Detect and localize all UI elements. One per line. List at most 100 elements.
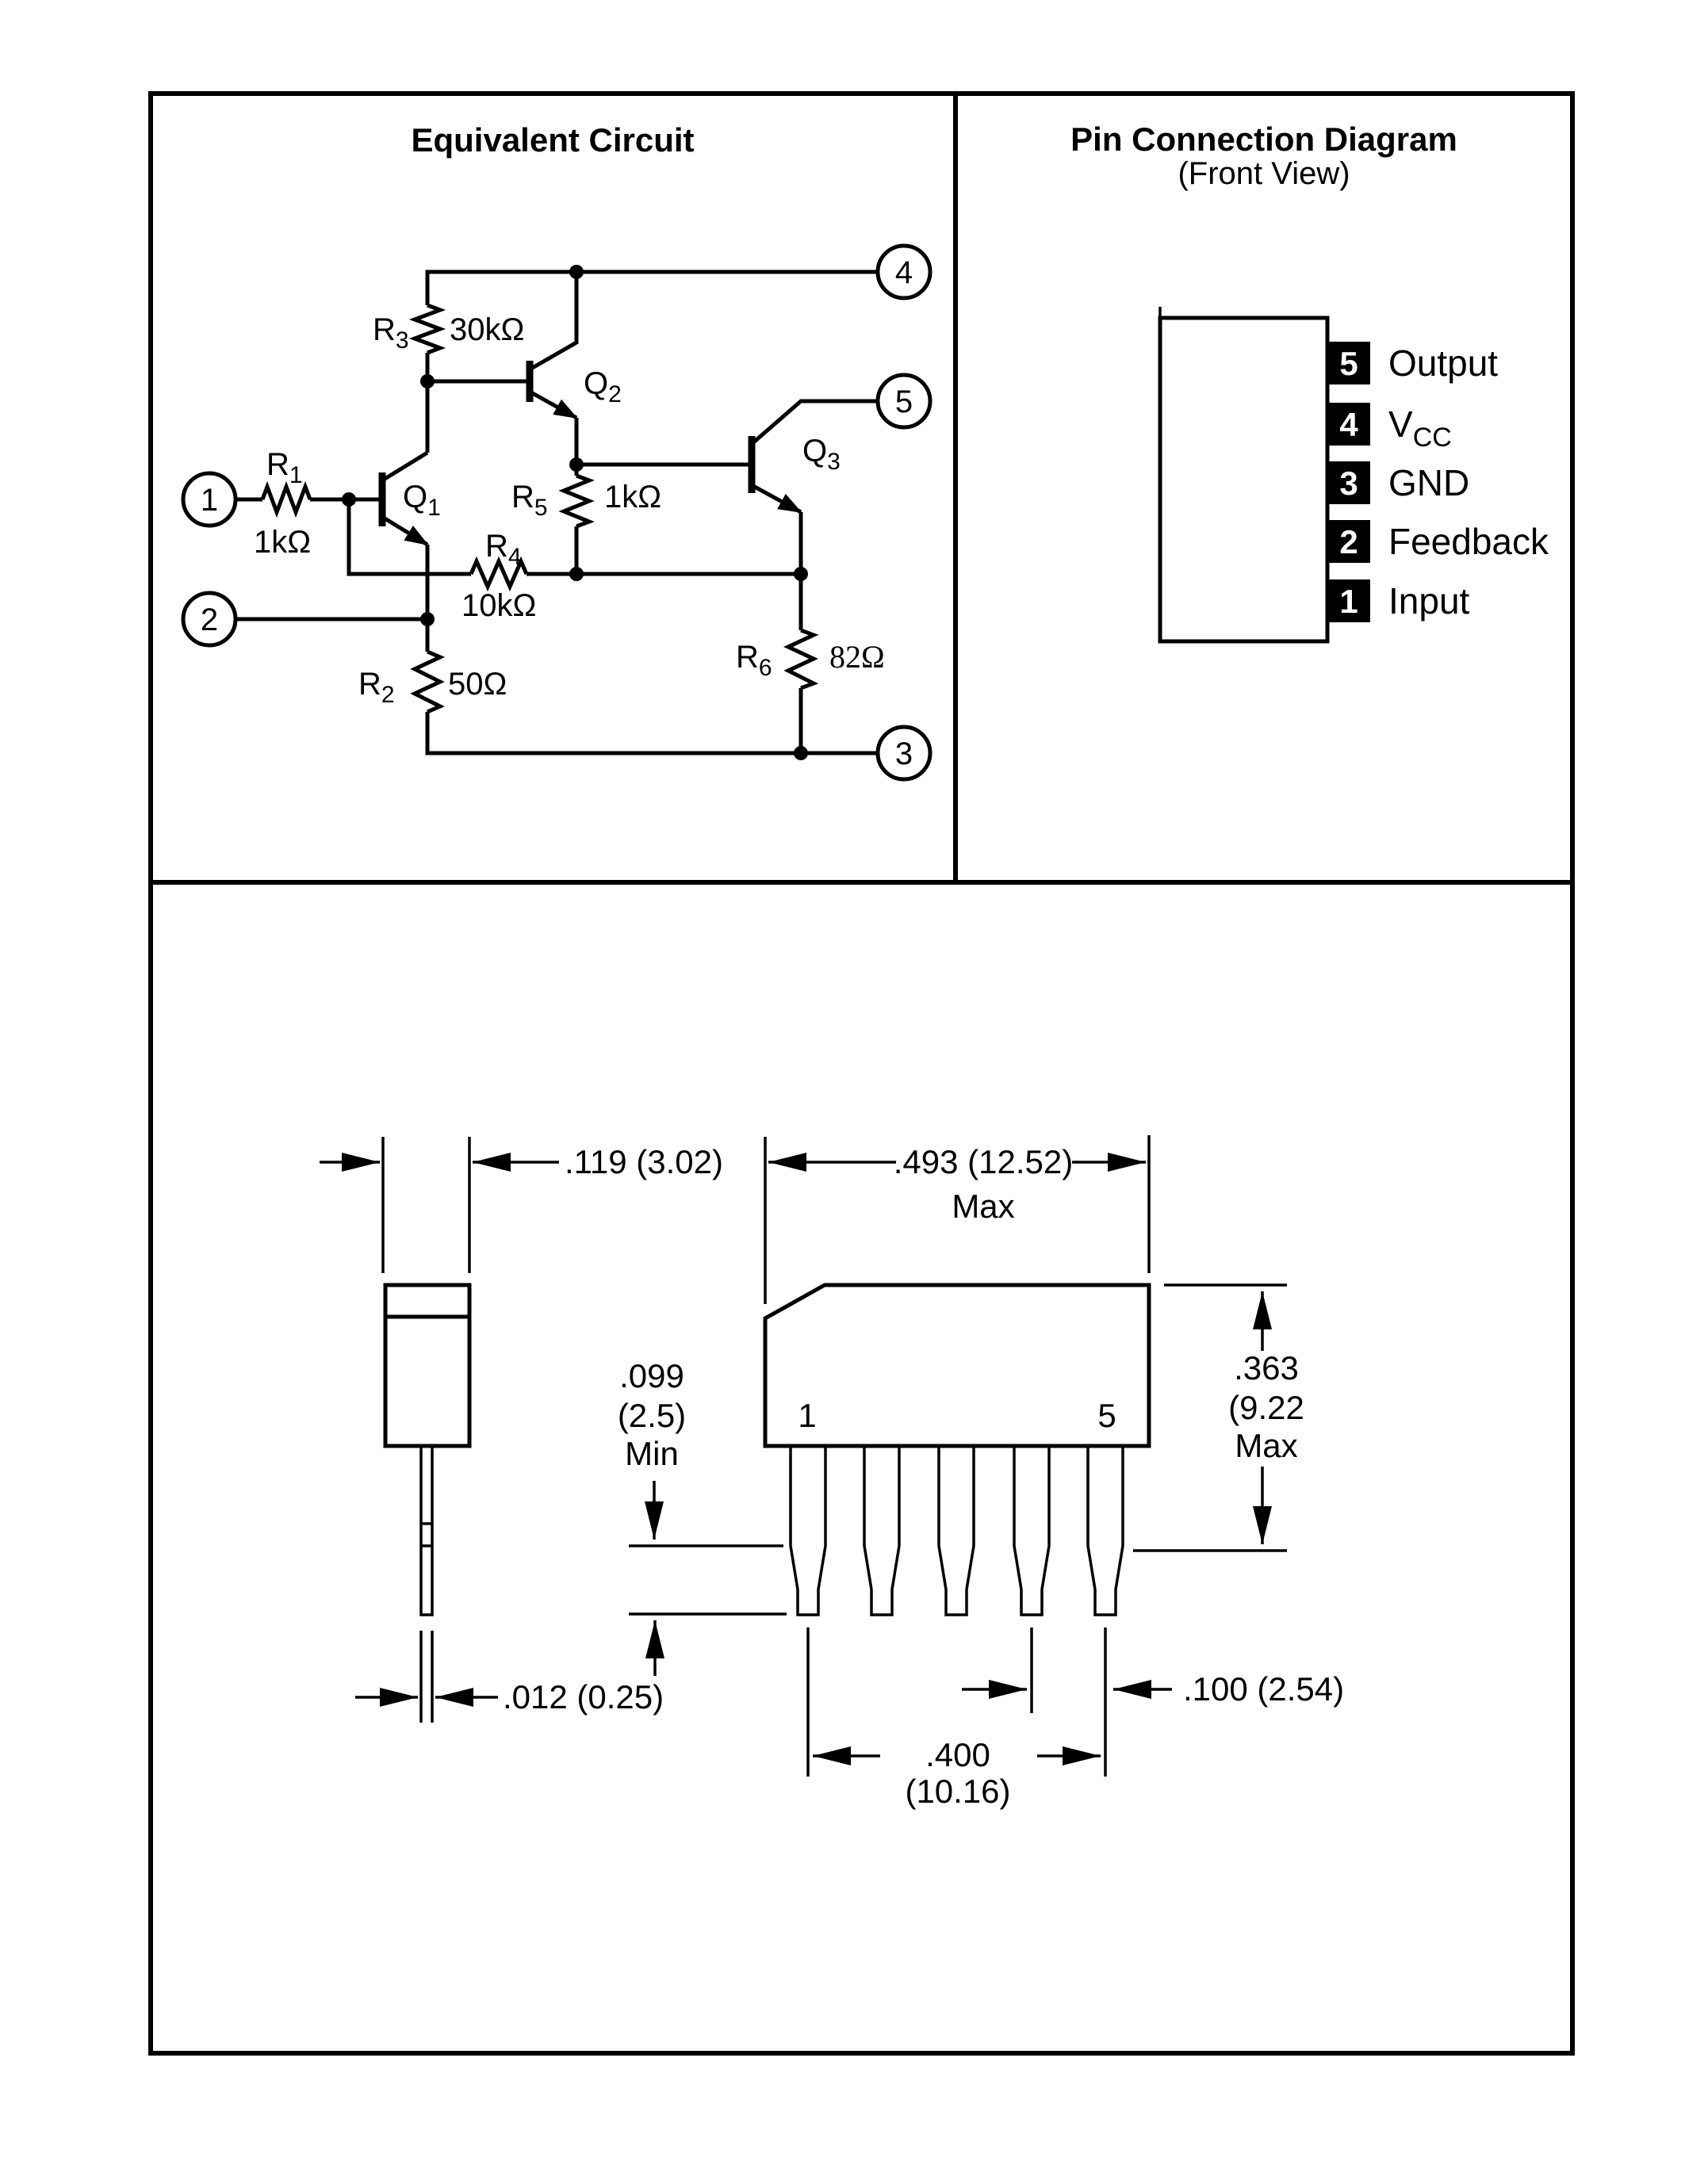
terminal-5-circle [875,373,932,430]
wire-feedback-left [347,499,471,576]
wire-bottom-rail [425,712,878,755]
pin-connection-title: Pin Connection Diagram [1070,120,1457,158]
pin-number-box [1327,520,1370,563]
r2-label-main: R [358,667,381,702]
package-side-view: .119 (3.02) .012 (0.25) [320,1137,723,1723]
resistor-r5: R5 1kΩ [511,473,661,529]
pin-label: Input [1388,580,1470,622]
terminal-3-number: 3 [895,736,913,771]
resistor-r1: R1 1kΩ [254,447,312,560]
pin-row-3: 3 GND [1327,461,1469,504]
q3-label: Q3 [802,434,841,475]
r3-zigzag [408,303,446,355]
junction-dot [342,492,356,507]
r5-value: 1kΩ [604,480,661,514]
terminal-2-circle [181,591,238,648]
r2-label-sub: 2 [381,682,395,708]
terminal-1-number: 1 [201,483,218,518]
transistor-q2: Q2 [526,272,622,420]
pin-number-box [1327,342,1370,384]
q2-label: Q2 [584,366,622,407]
package-front-view: .493 (12.52) Max 1 5 .099 (2.5) Min .363 [618,1135,1344,1810]
resistor-r4: R4 10kΩ [461,529,536,623]
pin-number: 4 [1339,406,1358,443]
pin-label: VCC [1388,404,1452,453]
junction-dots [342,265,808,760]
pin-label-sub: CC [1413,423,1452,453]
r6-label-main: R [736,640,759,675]
lead-outline [863,1446,901,1616]
r2-label: R2 [358,667,395,708]
standoff-dimension-line2: (2.5) [618,1397,686,1434]
lead-thickness-dimension: .012 (0.25) [503,1678,664,1715]
r6-zigzag [783,628,819,690]
side-body-outline [383,1283,472,1448]
q3-collector [750,399,878,446]
r5-label-sub: 5 [534,495,548,521]
r1-label-main: R [266,447,289,482]
pin-label-main: V [1388,404,1413,445]
resistor-r2: R2 50Ω [358,649,507,714]
r4-zigzag [469,556,529,592]
pin-row-4: 4 VCC [1327,403,1452,453]
pin-row-5: 5 Output [1327,342,1498,384]
r1-label-sub: 1 [289,462,303,488]
circuit-wires [236,270,878,755]
junction-dot [569,567,584,581]
q3-emitter-arrow [750,483,802,514]
q1-label-main: Q [403,480,427,514]
pin-connection-panel: Pin Connection Diagram (Front View) 5 Ou… [1070,120,1549,644]
r3-value: 30kΩ [450,312,524,347]
r4-label: R4 [485,529,522,570]
r3-label: R3 [373,312,409,354]
wire-top-rail [425,270,878,305]
standoff-dimension-line3: Min [625,1435,679,1472]
r1-zigzag [260,480,312,518]
transistor-q1: Q1 [378,450,441,547]
r4-label-sub: 4 [508,544,522,570]
lead-outline [1013,1446,1051,1616]
r1-value: 1kΩ [254,525,311,560]
package-front-outline [1158,316,1330,644]
pin-number: 5 [1339,345,1358,382]
junction-dot [794,746,808,760]
junction-dot [569,457,584,472]
terminal-2-number: 2 [201,602,218,637]
junction-dot [420,612,435,626]
q3-label-main: Q [802,434,827,469]
r6-value: 82Ω [829,639,885,675]
standoff-dimension-line1: .099 [619,1357,684,1394]
junction-dot [569,265,584,279]
r5-zigzag [558,473,595,529]
q2-emitter-arrow [528,389,578,420]
body-height-dimension-line2: (9.22 [1228,1389,1304,1426]
pin-number-box [1327,403,1370,446]
q3-label-sub: 3 [827,449,841,475]
pin-number: 3 [1339,465,1358,502]
outer-border [148,91,1575,2056]
lead-span-dimension-line1: .400 [925,1736,990,1773]
terminal-3-circle [875,725,932,782]
r2-zigzag [410,649,446,714]
terminal-4-circle [875,243,932,300]
equivalent-circuit-panel: Equivalent Circuit R1 1kΩ [181,121,932,782]
q1-emitter-arrow [381,514,429,547]
body-height-dimension-line1: .363 [1234,1349,1299,1387]
lead-outline [1086,1446,1124,1616]
pin-label: Feedback [1388,521,1549,562]
terminal-5-number: 5 [895,384,913,419]
lead-outline [789,1446,827,1616]
r5-label: R5 [511,480,548,521]
r2-value: 50Ω [448,667,507,702]
circuit-terminals: 1 2 3 4 5 [181,243,932,782]
r6-label-sub: 6 [759,655,772,681]
transistor-q3: Q3 [748,399,878,514]
terminal-4-number: 4 [895,255,913,290]
lead-pitch-dimension: .100 (2.54) [1183,1670,1344,1708]
equivalent-circuit-title: Equivalent Circuit [411,121,694,159]
pin-label: Output [1388,342,1498,384]
r4-label-main: R [485,529,508,564]
r3-label-main: R [373,312,396,347]
